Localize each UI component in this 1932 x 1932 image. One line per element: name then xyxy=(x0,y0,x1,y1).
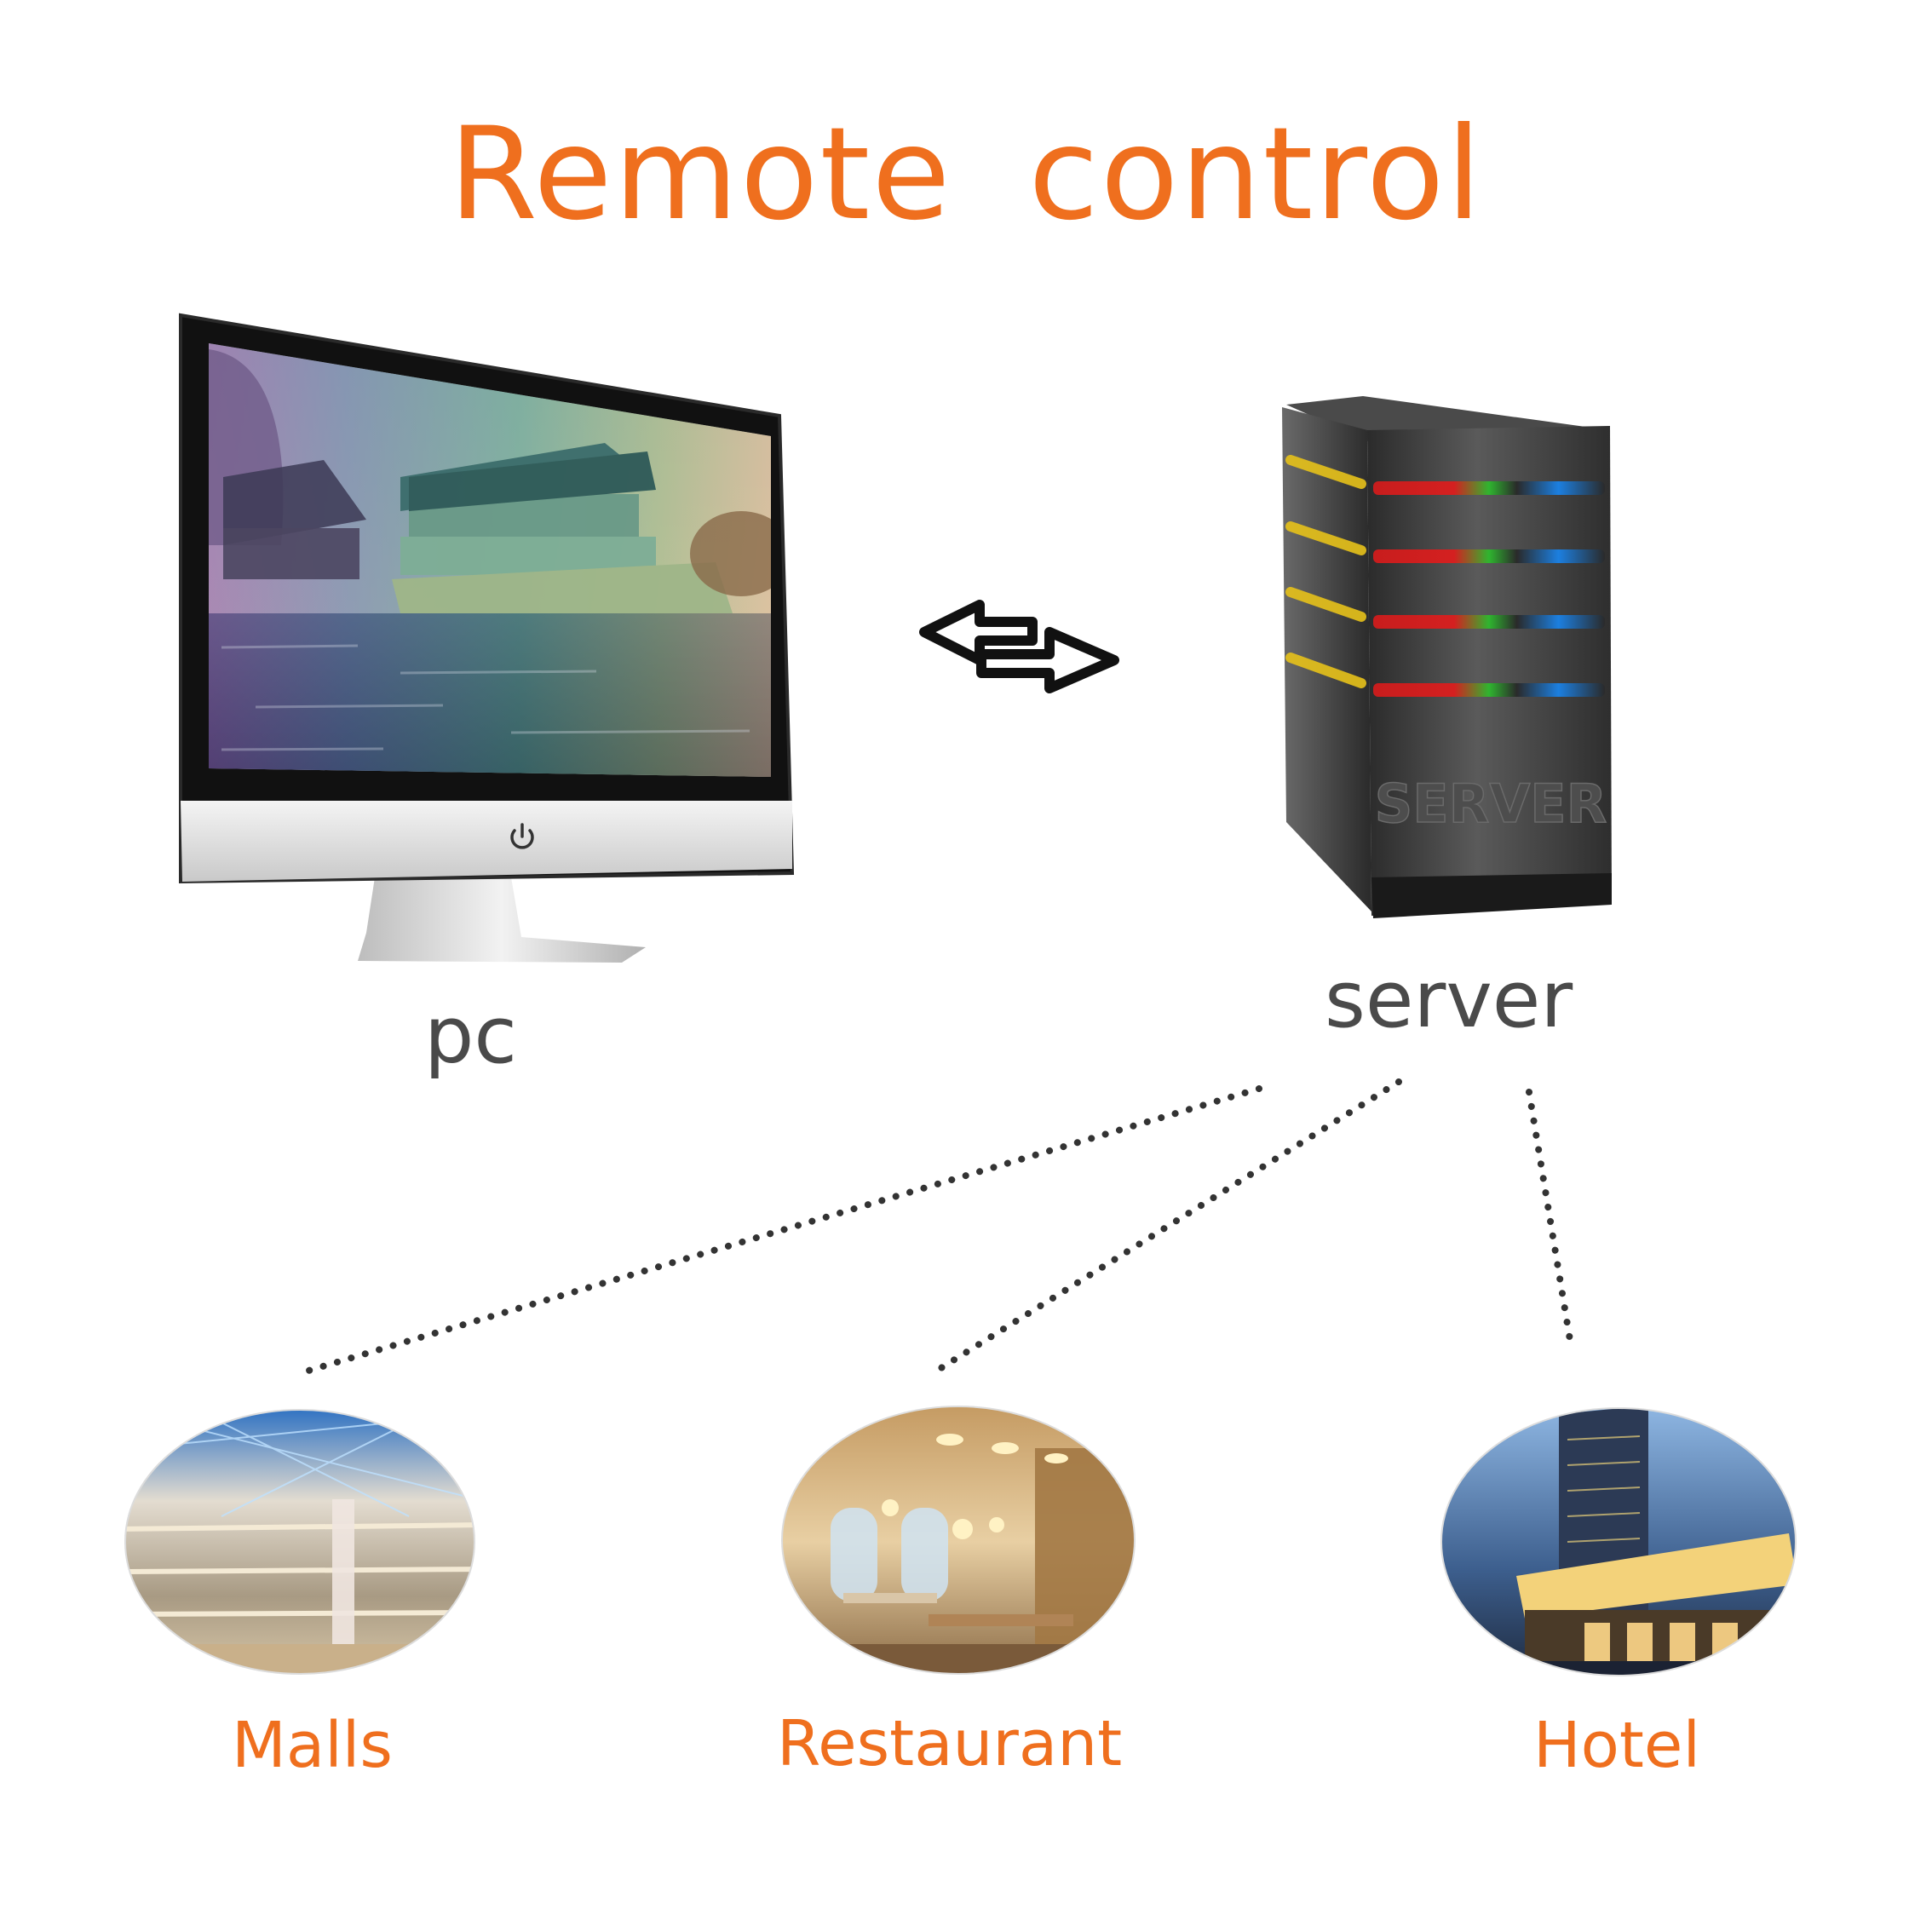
malls-photo xyxy=(124,1409,475,1675)
server-case-lettering: SERVER xyxy=(1375,773,1607,835)
restaurant-photo xyxy=(781,1406,1136,1675)
pc-monitor xyxy=(179,313,795,963)
connector-server-restaurant xyxy=(929,1078,1402,1377)
diagram-title: Remote control xyxy=(448,101,1484,249)
monitor-screen xyxy=(209,343,771,777)
connector-server-malls xyxy=(296,1085,1262,1377)
monitor-stand xyxy=(358,877,646,963)
server-label: server xyxy=(1325,954,1573,1045)
hotel-photo xyxy=(1440,1407,1797,1676)
pc-label: pc xyxy=(424,990,517,1081)
hotel-label: Hotel xyxy=(1533,1709,1701,1782)
server-tower: SERVER xyxy=(1282,396,1612,918)
connector-lines xyxy=(296,1078,1575,1377)
server-led-strips xyxy=(1373,481,1605,697)
malls-label: Malls xyxy=(232,1709,393,1782)
restaurant-label: Restaurant xyxy=(777,1707,1123,1780)
bidirectional-arrows-icon xyxy=(919,600,1119,693)
monitor-chin xyxy=(181,801,792,882)
connector-server-hotel xyxy=(1526,1089,1575,1354)
power-icon xyxy=(510,823,534,849)
